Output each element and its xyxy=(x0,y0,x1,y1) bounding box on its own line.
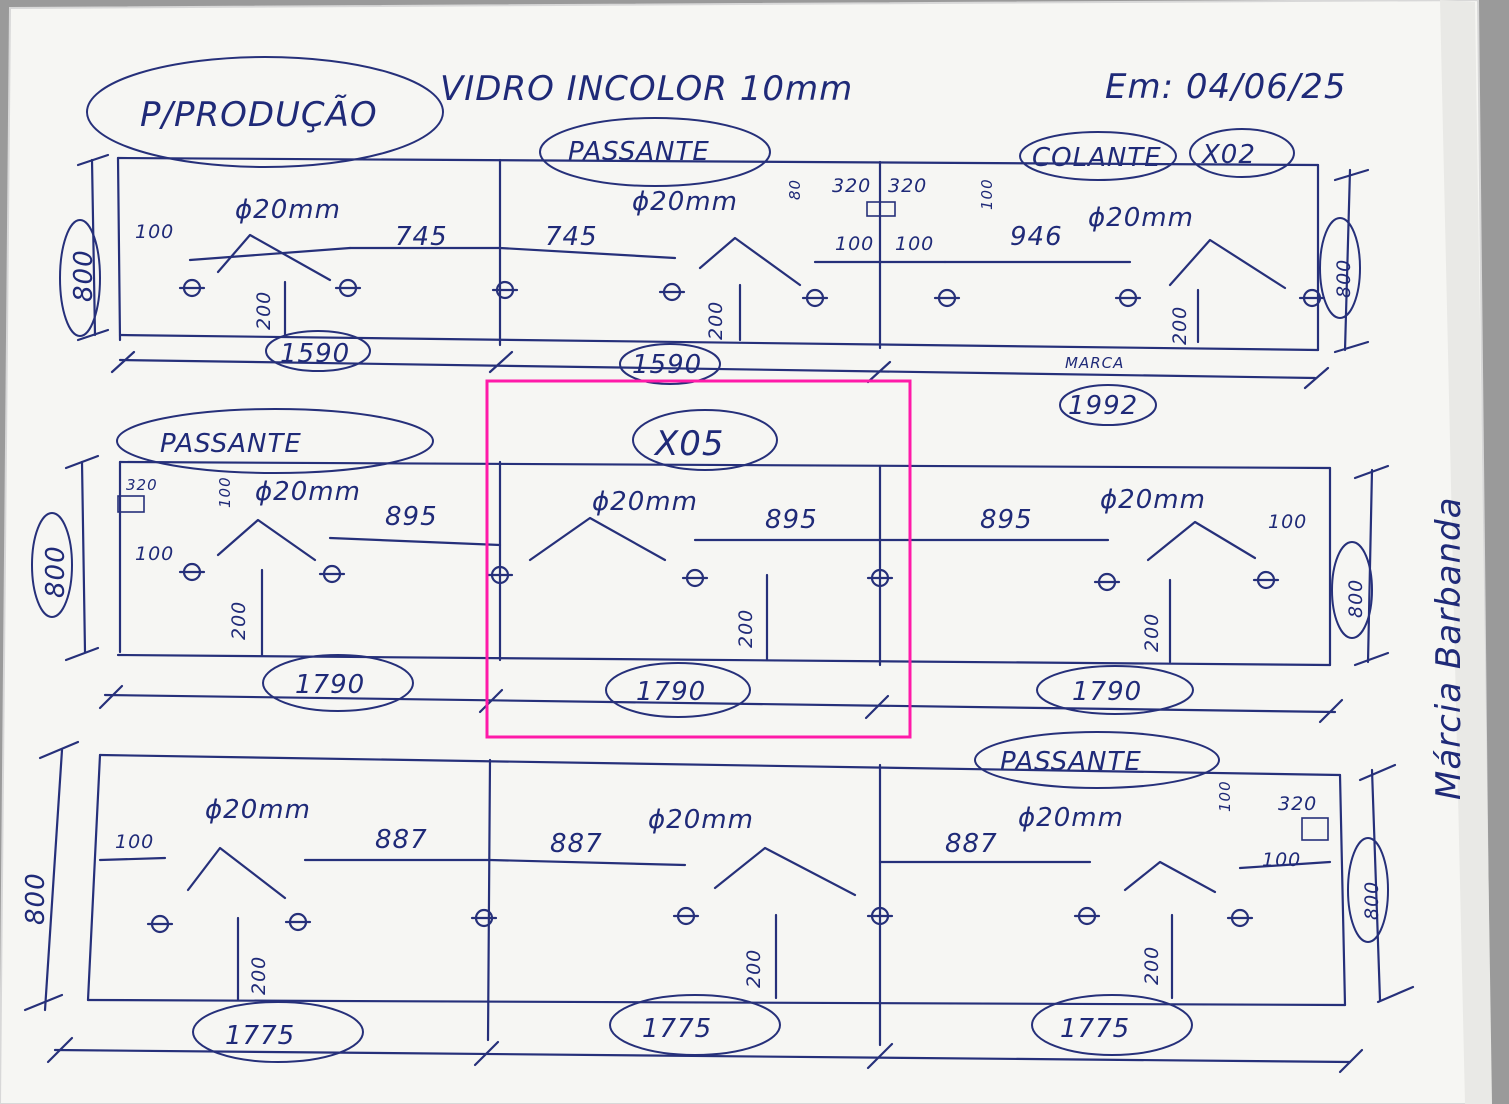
svg-text:200: 200 xyxy=(1141,946,1163,985)
passante-oval-top xyxy=(539,117,771,187)
paper-edge xyxy=(1440,0,1492,1104)
svg-text:200: 200 xyxy=(735,609,757,648)
svg-text:895: 895 xyxy=(980,505,1033,535)
svg-text:200: 200 xyxy=(228,601,250,640)
svg-text:100: 100 xyxy=(1262,849,1301,871)
svg-text:320: 320 xyxy=(1278,793,1317,815)
svg-text:1775: 1775 xyxy=(225,1021,295,1051)
qty-mid-label: X05 xyxy=(653,424,725,464)
date-text: Em: 04/06/25 xyxy=(1105,67,1347,107)
svg-text:ϕ20mm: ϕ20mm xyxy=(235,195,341,225)
svg-text:800: 800 xyxy=(1361,881,1383,920)
svg-text:100: 100 xyxy=(1268,511,1307,533)
production-label: P/PRODUÇÃO xyxy=(140,95,378,135)
svg-text:320: 320 xyxy=(832,175,871,197)
title-text: VIDRO INCOLOR 10mm xyxy=(440,69,853,109)
svg-text:1790: 1790 xyxy=(1072,677,1142,707)
svg-text:800: 800 xyxy=(1333,259,1355,298)
svg-text:1775: 1775 xyxy=(1060,1014,1130,1044)
svg-text:1790: 1790 xyxy=(295,670,365,700)
svg-text:887: 887 xyxy=(375,825,428,855)
highlight-box[interactable] xyxy=(485,379,912,739)
svg-text:100: 100 xyxy=(135,543,174,565)
svg-text:100: 100 xyxy=(895,233,934,255)
svg-text:800: 800 xyxy=(21,872,51,925)
colante-label: COLANTE xyxy=(1032,143,1162,173)
svg-text:80: 80 xyxy=(786,179,804,200)
svg-text:100: 100 xyxy=(115,831,154,853)
svg-text:200: 200 xyxy=(1169,306,1191,345)
svg-text:1790: 1790 xyxy=(636,677,706,707)
svg-text:320: 320 xyxy=(126,476,158,494)
svg-text:800: 800 xyxy=(69,249,99,302)
svg-text:1775: 1775 xyxy=(642,1014,712,1044)
svg-text:100: 100 xyxy=(216,476,234,508)
colante-oval xyxy=(1019,131,1177,181)
svg-text:ϕ20mm: ϕ20mm xyxy=(1100,485,1206,515)
svg-text:946: 946 xyxy=(1010,222,1063,252)
svg-text:100: 100 xyxy=(835,233,874,255)
svg-text:887: 887 xyxy=(945,829,998,859)
passante-label-mid: PASSANTE xyxy=(160,429,302,459)
svg-text:800: 800 xyxy=(41,545,71,598)
svg-text:ϕ20mm: ϕ20mm xyxy=(255,477,361,507)
passante-oval-bottom xyxy=(974,731,1220,789)
svg-text:887: 887 xyxy=(550,829,603,859)
qty-mid-oval xyxy=(632,409,778,471)
svg-text:1590: 1590 xyxy=(280,339,350,369)
svg-text:100: 100 xyxy=(135,221,174,243)
svg-text:200: 200 xyxy=(1141,613,1163,652)
svg-text:ϕ20mm: ϕ20mm xyxy=(592,487,698,517)
row-1: 800 800 1590 1590 1992 MARCA 745 745 946… xyxy=(59,153,1370,426)
svg-text:800: 800 xyxy=(1345,579,1367,618)
svg-text:895: 895 xyxy=(385,502,438,532)
svg-text:ϕ20mm: ϕ20mm xyxy=(1088,203,1194,233)
row-3: 800 800 1775 1775 1775 887 887 887 100 1… xyxy=(21,740,1415,1074)
svg-text:745: 745 xyxy=(545,222,598,252)
qty-top-oval xyxy=(1189,128,1295,178)
svg-text:100: 100 xyxy=(978,178,996,210)
svg-text:320: 320 xyxy=(888,175,927,197)
row-2: 800 800 1790 1790 1790 895 895 895 320 1… xyxy=(31,454,1390,724)
svg-text:ϕ20mm: ϕ20mm xyxy=(648,805,754,835)
svg-text:ϕ20mm: ϕ20mm xyxy=(632,187,738,217)
svg-text:1992: 1992 xyxy=(1068,391,1138,421)
svg-text:200: 200 xyxy=(743,949,765,988)
svg-text:100: 100 xyxy=(1216,780,1234,812)
passante-oval-mid xyxy=(116,408,434,474)
signature-text: Márcia Barbanda xyxy=(1429,497,1469,800)
svg-text:200: 200 xyxy=(705,301,727,340)
passante-label-top: PASSANTE xyxy=(568,137,710,167)
svg-text:200: 200 xyxy=(248,956,270,995)
svg-text:ϕ20mm: ϕ20mm xyxy=(1018,803,1124,833)
production-oval xyxy=(86,56,444,168)
svg-text:745: 745 xyxy=(395,222,448,252)
svg-text:MARCA: MARCA xyxy=(1065,354,1124,372)
svg-text:1590: 1590 xyxy=(632,350,702,380)
svg-text:895: 895 xyxy=(765,505,818,535)
svg-text:200: 200 xyxy=(253,291,275,330)
svg-text:ϕ20mm: ϕ20mm xyxy=(205,795,311,825)
